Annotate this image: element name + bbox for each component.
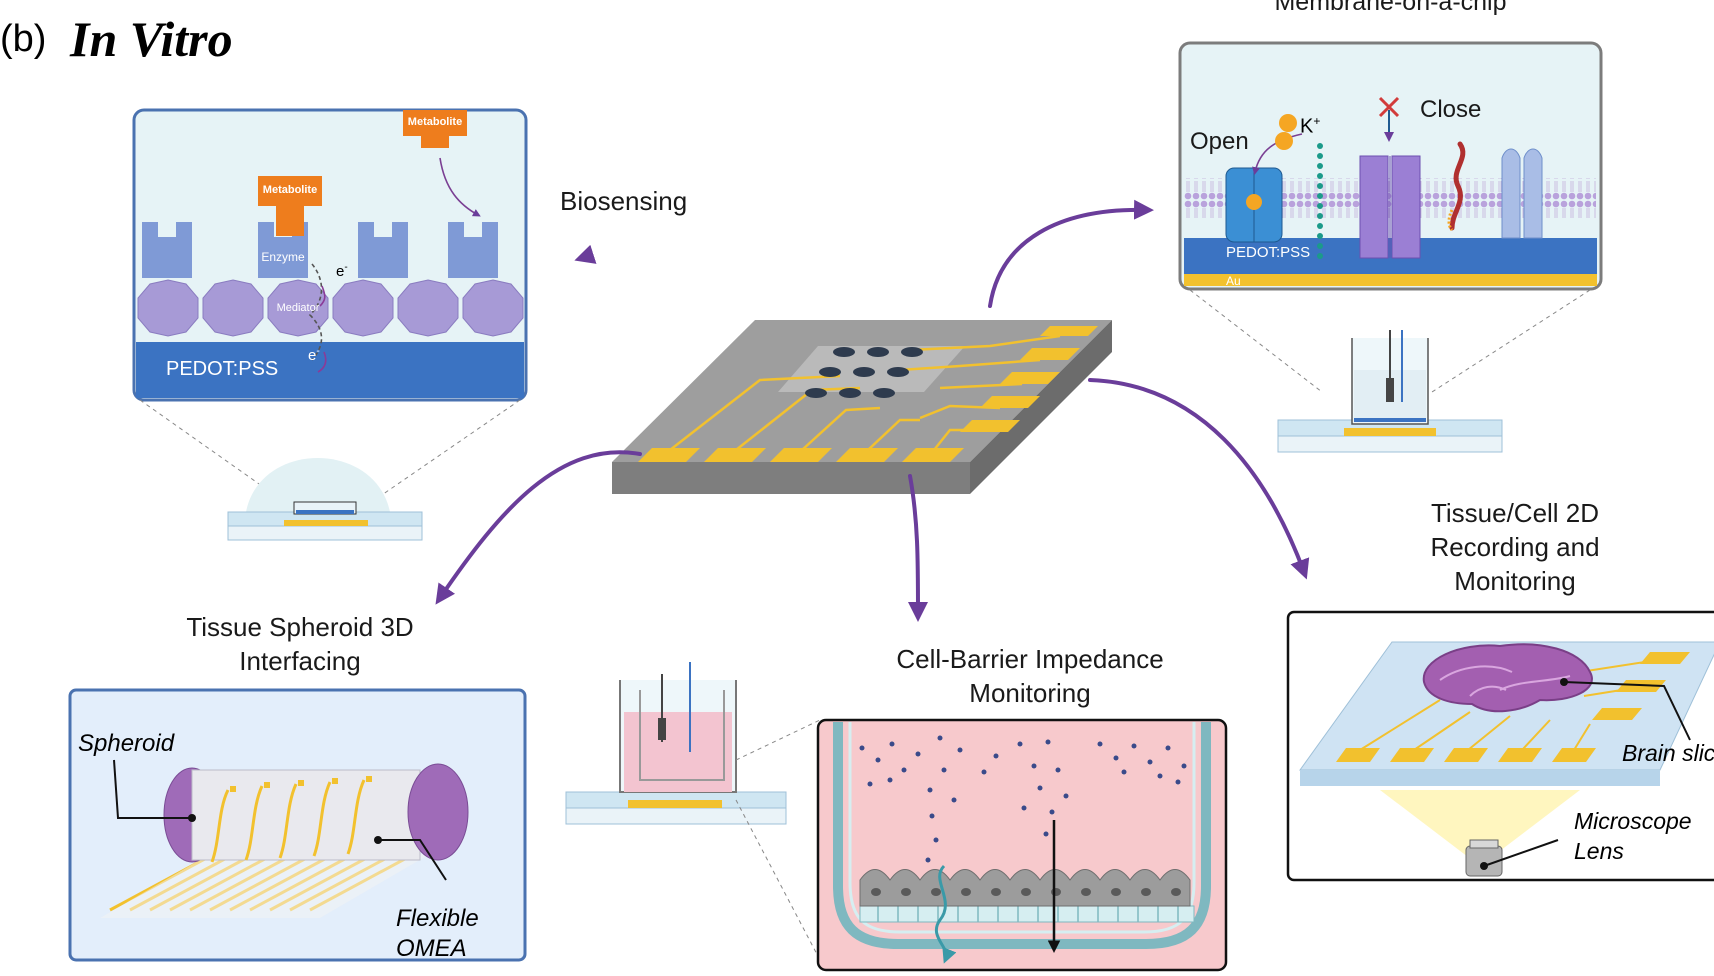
spheroid-panel (68, 688, 527, 962)
cell-monolayer (859, 869, 1191, 907)
electron-transfer-path (308, 263, 323, 361)
spheroid-right-cap (407, 763, 469, 861)
closed-channel (1359, 155, 1421, 259)
metabolite-top (403, 110, 467, 148)
ion-label: K+ (1300, 114, 1321, 138)
peptide-worm (1449, 141, 1466, 231)
droplet-device (246, 458, 390, 512)
brain-slice-label: Brain slice (1622, 740, 1714, 766)
metabolite-top-label: Metabolite (407, 116, 463, 128)
figure-title: In Vitro (70, 11, 233, 67)
tissue-2d-panel (1286, 610, 1714, 882)
cell-barrier-panel (565, 662, 1228, 972)
panel-label: (b) (0, 18, 47, 60)
biosensing-title: Biosensing (560, 186, 688, 216)
electron-label: e- (336, 262, 348, 280)
electron-label: e- (308, 346, 320, 364)
brain-slice (1422, 643, 1593, 713)
biosensing-panel (132, 108, 528, 541)
au-label: Au (1226, 274, 1241, 288)
spheroid-label: Spheroid (78, 730, 175, 757)
metabolite-bound (258, 176, 322, 236)
channel-light (1501, 148, 1543, 239)
pedot-label: PEDOT:PSS (166, 358, 279, 380)
k-ion (1279, 114, 1297, 132)
open-label: Open (1190, 128, 1249, 155)
connector-arrows (435, 199, 1310, 622)
particles (859, 735, 1187, 863)
metabolite-bound-label: Metabolite (262, 184, 318, 196)
membrane-panel (1178, 41, 1603, 453)
beaker-device (1277, 330, 1503, 453)
membrane-title: Membrane-on-a-chip (1274, 0, 1507, 16)
open-channel (1225, 167, 1283, 243)
k-ion (1275, 132, 1293, 150)
central-chip (612, 320, 1112, 494)
teal-chain (1317, 143, 1323, 259)
close-x-icon (1378, 96, 1400, 118)
close-label: Close (1420, 96, 1482, 123)
enzyme-label: Enzyme (261, 250, 305, 264)
membrane-pedot-label: PEDOT:PSS (1226, 244, 1311, 261)
metabolite-path-arrow (439, 157, 481, 217)
mediator-label: Mediator (276, 302, 320, 314)
mediator-layer (137, 279, 524, 337)
